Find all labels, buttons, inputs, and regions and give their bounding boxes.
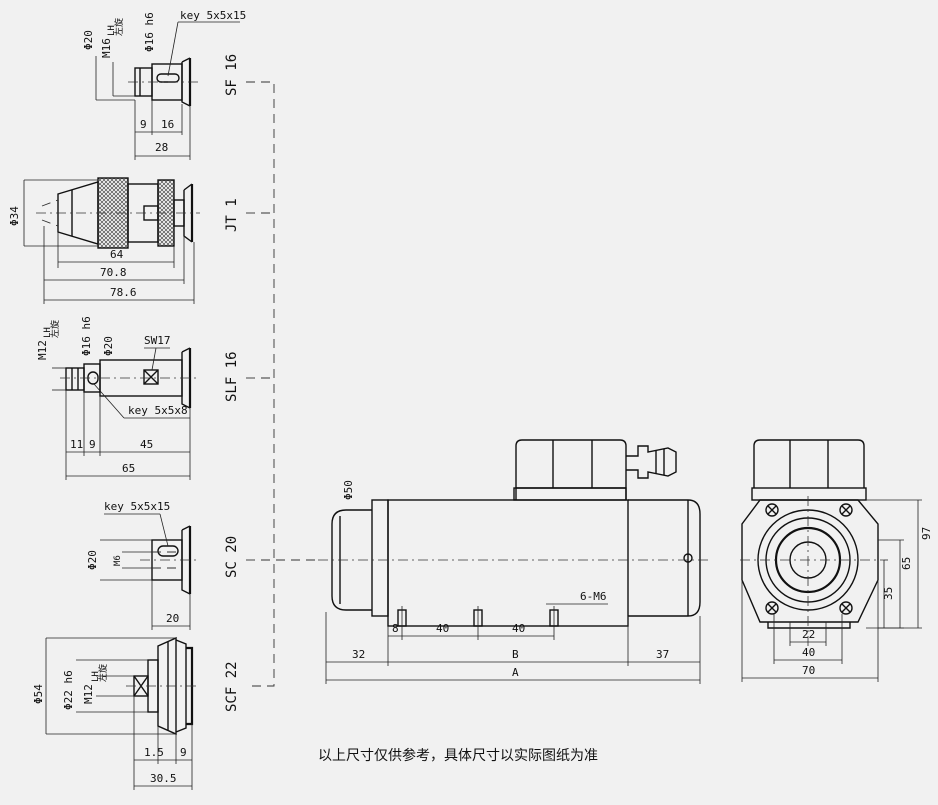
slf16-thread-m12: M12	[36, 340, 49, 360]
variant-code-sc20: SC 20	[224, 536, 240, 578]
slf16-dim-9: 9	[89, 438, 96, 451]
variant-slf16-drawing: SW17 key 5x5x8 M12 LH 左旋 Φ16 h6 Φ20 11 9…	[36, 316, 200, 480]
sf16-dim-16: 16	[161, 118, 174, 131]
front-dim-97: 97	[920, 527, 933, 540]
variant-connector-lines	[246, 81, 318, 687]
jt1-diameter-34: Φ34	[8, 206, 21, 226]
variant-scf22-drawing: Φ54 Φ22 h6 M12 LH 左旋 1.5 9 30.5	[32, 636, 200, 790]
variant-sc20-drawing: key 5x5x15 Φ20 M6 20	[86, 500, 200, 630]
sf16-thread-left: 左旋	[113, 18, 125, 36]
slf16-thread-lh: LH	[43, 327, 53, 338]
motor-dim-8: 8	[392, 622, 399, 635]
motor-dim-A: A	[512, 666, 519, 679]
motor-holes-6-m6: 6-M6	[580, 590, 607, 603]
sf16-diameter-16h6: Φ16 h6	[143, 12, 156, 52]
sf16-diameter-20: Φ20	[82, 30, 95, 50]
scf22-thread-lh: LH	[91, 671, 101, 682]
jt1-dim-70-8: 70.8	[100, 266, 127, 279]
front-dim-65: 65	[900, 557, 913, 570]
motor-dim-32: 32	[352, 648, 365, 661]
scf22-diameter-22h6: Φ22 h6	[62, 670, 75, 710]
jt1-dim-64: 64	[110, 248, 124, 261]
sf16-dim-9: 9	[140, 118, 147, 131]
slf16-thread-left: 左旋	[49, 320, 61, 338]
sc20-diameter-20: Φ20	[86, 550, 99, 570]
variant-sf16-drawing: key 5x5x15 Φ20 M16 LH 左旋 Φ16 h6 9 16 28	[82, 9, 246, 160]
motor-dim-40-a: 40	[436, 622, 449, 635]
slf16-dim-65: 65	[122, 462, 135, 475]
motor-side-view: Φ50 6-M6 8 40 40 32 B 37 A	[318, 439, 712, 684]
variant-jt1-drawing: Φ34 64 70.8 78.6	[8, 177, 200, 304]
scf22-thread-m12: M12	[82, 684, 95, 704]
scf22-thread-left: 左旋	[97, 664, 109, 682]
sc20-thread-m6: M6	[113, 555, 123, 566]
front-dim-22: 22	[802, 628, 815, 641]
scf22-diameter-54: Φ54	[32, 684, 45, 704]
slf16-key-label: key 5x5x8	[128, 404, 188, 417]
variant-code-scf22: SCF 22	[224, 661, 240, 712]
variant-code-jt1: JT 1	[224, 198, 240, 232]
scf22-dim-9: 9	[180, 746, 187, 759]
sc20-key-label: key 5x5x15	[104, 500, 170, 513]
motor-dim-37: 37	[656, 648, 669, 661]
motor-dim-B: B	[512, 648, 519, 661]
jt1-dim-78-6: 78.6	[110, 286, 137, 299]
scf22-dim-1-5: 1.5	[144, 746, 164, 759]
variant-code-sf16: SF 16	[224, 54, 240, 96]
slf16-sw17-label: SW17	[144, 334, 171, 347]
slf16-dim-45: 45	[140, 438, 153, 451]
front-dim-40: 40	[802, 646, 815, 659]
variant-code-slf16: SLF 16	[224, 351, 240, 402]
motor-diameter-50: Φ50	[342, 480, 355, 500]
motor-front-view: 97 65 35 22 40 70	[740, 439, 933, 682]
dimension-disclaimer: 以上尺寸仅供参考，具体尺寸以实际图纸为准	[318, 747, 598, 764]
front-dim-35: 35	[882, 587, 895, 600]
motor-dim-40-b: 40	[512, 622, 525, 635]
front-dim-70: 70	[802, 664, 815, 677]
scf22-dim-30-5: 30.5	[150, 772, 177, 785]
sf16-dim-28: 28	[155, 141, 168, 154]
slf16-diameter-20: Φ20	[102, 336, 115, 356]
sf16-thread-lh: LH	[107, 25, 117, 36]
slf16-dim-11: 11	[70, 438, 83, 451]
sc20-dim-20: 20	[166, 612, 179, 625]
sf16-key-label: key 5x5x15	[180, 9, 246, 22]
sf16-thread-m16: M16	[100, 38, 113, 58]
slf16-diameter-16h6: Φ16 h6	[80, 316, 93, 356]
